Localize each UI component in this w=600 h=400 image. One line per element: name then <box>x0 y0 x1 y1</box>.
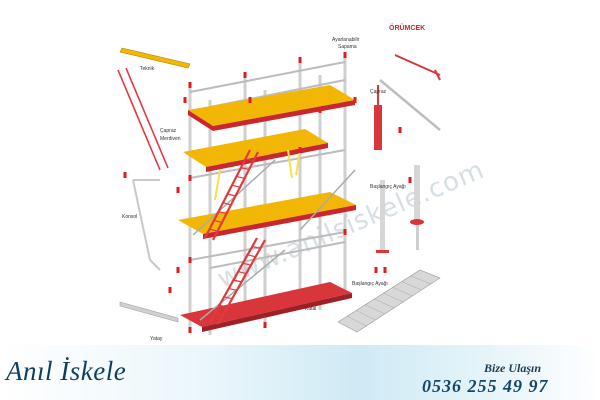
frame-bar <box>189 231 346 261</box>
label-teknik: Teknik <box>140 66 155 72</box>
frame-bar <box>209 241 346 269</box>
ladder-rungs <box>209 158 261 317</box>
red-pin <box>176 187 180 193</box>
label-baslangic-ayagi-2: Başlangıç Ayağı <box>352 281 388 287</box>
middle-deck <box>183 129 328 172</box>
ladder-rung <box>233 279 242 283</box>
footer-banner <box>0 345 600 400</box>
ladder-rung <box>227 193 236 197</box>
baslangic-post <box>376 180 389 253</box>
plank-slat <box>392 287 413 297</box>
ladder-rung <box>242 262 252 266</box>
logo-text: ÖRÜMCEK <box>389 23 425 32</box>
red-pin <box>263 322 267 328</box>
red-pin <box>318 107 322 113</box>
contact-title: Bize Ulaşın <box>484 361 542 375</box>
red-pin <box>298 57 302 63</box>
red-pin <box>343 52 347 58</box>
red-pin <box>183 97 187 103</box>
plank-slat <box>374 298 394 309</box>
plank-slat <box>347 316 367 327</box>
yatay-part <box>119 301 179 323</box>
plank-slat <box>410 275 431 285</box>
label-yatay: Yatay <box>150 336 163 342</box>
capraz-tube <box>374 85 382 150</box>
label-capraz-merdiven-1: Çapraz <box>160 128 177 134</box>
plank-slat <box>365 304 385 315</box>
red-pin <box>398 127 402 133</box>
scaffolding-diagram: www.anilsiskele.com <box>117 23 489 342</box>
ladder-rung <box>228 287 237 291</box>
ladder-rung <box>209 228 218 232</box>
ladder-rung <box>213 219 223 223</box>
ladder-rung <box>252 245 261 249</box>
ladder-rung <box>245 158 254 162</box>
label-katal: Katal <box>305 306 316 312</box>
plank-slat <box>383 292 404 303</box>
red-pin <box>383 267 387 273</box>
frame-bar <box>189 61 346 93</box>
ladder-rung <box>236 175 245 179</box>
red-pin <box>123 172 127 178</box>
brand-name: Anıl İskele <box>6 356 127 386</box>
red-pin <box>188 257 192 263</box>
ladder-rung <box>240 167 250 171</box>
support-rods <box>214 149 301 201</box>
red-pin <box>188 175 192 181</box>
top-plank-part <box>119 47 191 69</box>
ladder-rung <box>218 211 227 215</box>
label-capraz: Çapraz <box>370 89 387 95</box>
label-ayarlanabilir-1: Ayarlanabilir <box>332 37 360 43</box>
red-pin <box>176 267 180 273</box>
katal-plank <box>337 269 441 333</box>
red-pin <box>243 72 247 78</box>
label-capraz-merdiven-2: Merdiven <box>160 136 181 142</box>
plank-slat <box>356 310 376 321</box>
ladder-rung <box>219 304 228 308</box>
red-connectors <box>123 52 412 333</box>
red-pin <box>408 177 412 183</box>
label-baslangic-ayagi-1: Başlangıç Ayağı <box>370 184 406 190</box>
diagonal-rod <box>379 79 441 131</box>
red-pin <box>248 97 252 103</box>
label-ayarlanabilir-2: Sapama <box>338 44 357 50</box>
base-jack-right <box>410 165 424 250</box>
side-ladder-part <box>117 67 169 171</box>
label-konsol: Konsol <box>122 214 137 220</box>
ladder-rung <box>223 296 233 300</box>
konsol-part <box>132 179 161 271</box>
plank-slat <box>401 281 422 291</box>
ladder-rung <box>231 184 241 188</box>
upper-deck <box>188 85 355 131</box>
ladder-rung <box>247 254 256 258</box>
frame-bar <box>189 149 346 179</box>
ladder-rung <box>214 313 223 317</box>
red-pin <box>188 82 192 88</box>
sapama-part <box>394 54 441 81</box>
red-pin <box>168 287 172 293</box>
red-pin <box>298 147 302 153</box>
red-pin <box>353 97 357 103</box>
red-pin <box>374 267 378 273</box>
phone-number[interactable]: 0536 255 49 97 <box>422 376 549 396</box>
red-pin <box>343 229 347 235</box>
red-pin <box>188 327 192 333</box>
ladder-rung <box>238 271 247 275</box>
ladder-rung <box>222 202 232 206</box>
